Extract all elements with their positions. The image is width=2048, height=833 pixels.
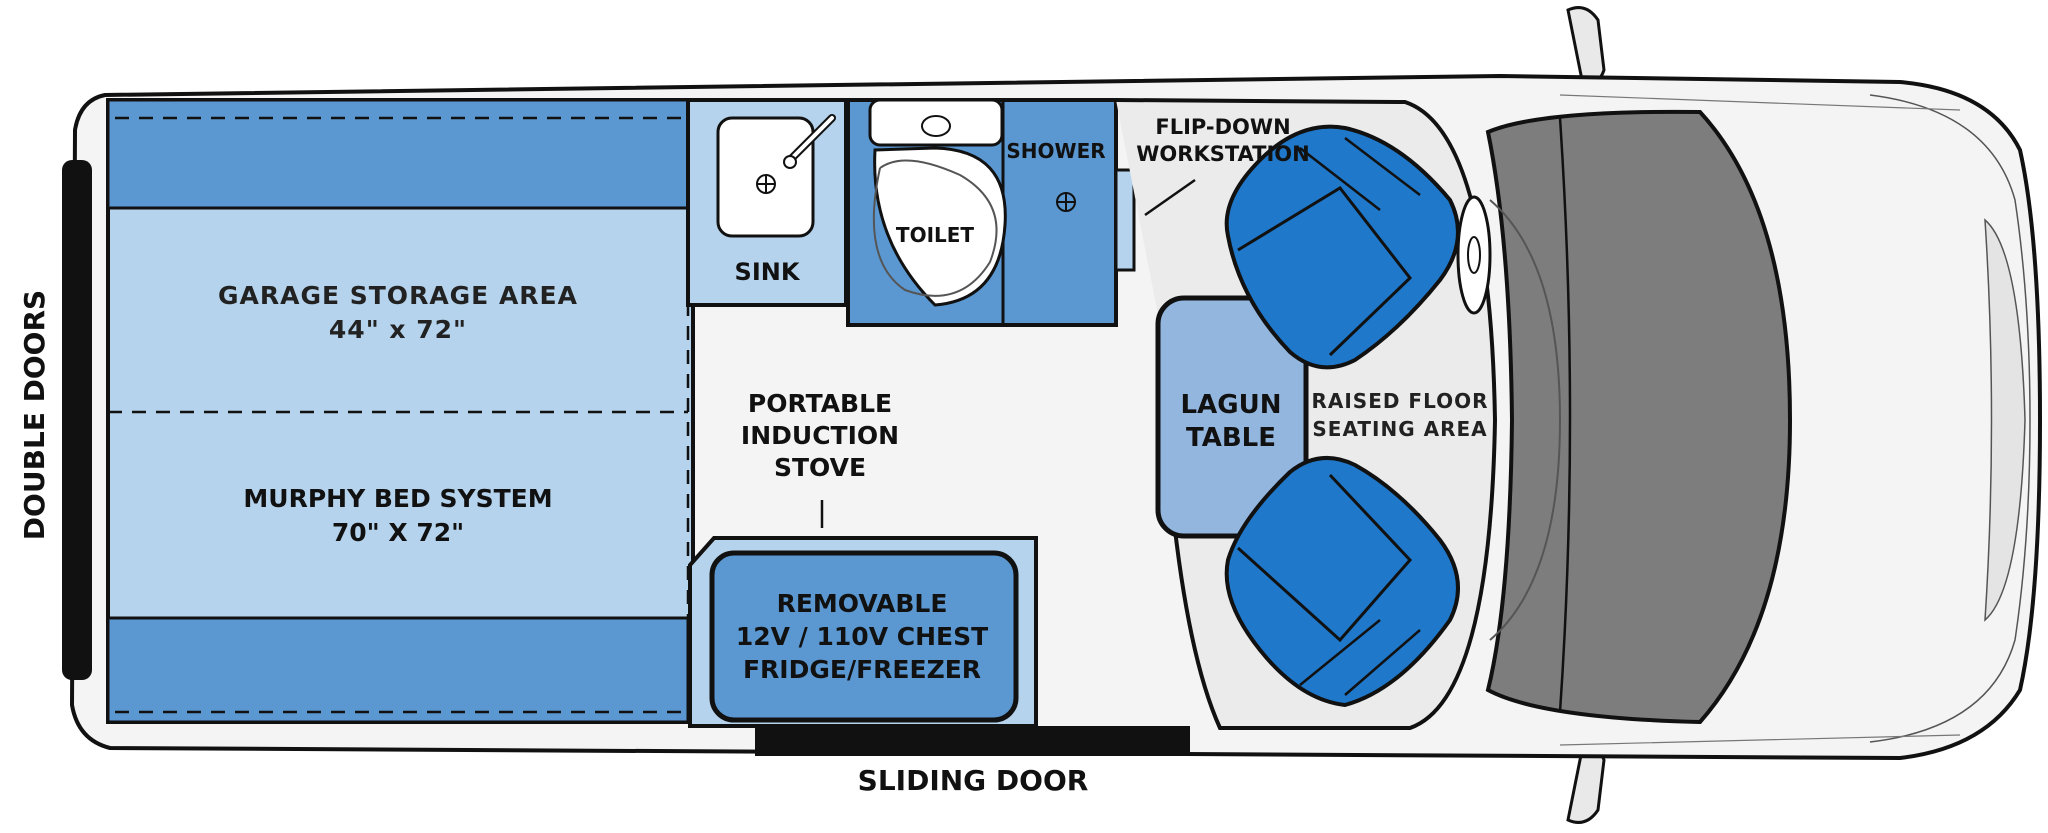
toilet-tank xyxy=(868,98,1004,147)
sink-label: SINK xyxy=(735,258,801,286)
bed-cushion-top xyxy=(106,98,690,210)
fridge-label-line3: FRIDGE/FREEZER xyxy=(743,655,981,684)
seat-bottom xyxy=(1224,455,1460,708)
murphy-label-line1: MURPHY BED SYSTEM xyxy=(243,484,552,513)
seating-label-line2: SEATING AREA xyxy=(1312,417,1487,441)
fridge xyxy=(709,550,1019,723)
mirror-top xyxy=(1566,6,1606,84)
shower-label: SHOWER xyxy=(1006,139,1105,163)
workstation-label-line1: FLIP-DOWN xyxy=(1155,115,1290,139)
garage-label-line2: 44" x 72" xyxy=(329,315,467,344)
rear-doors xyxy=(62,160,92,680)
table-label-line2: TABLE xyxy=(1186,423,1276,453)
body-trim xyxy=(1559,94,1961,746)
seating-label-line1: RAISED FLOOR xyxy=(1311,389,1488,413)
murphy-label-line2: 70" X 72" xyxy=(332,518,464,547)
sliding-door xyxy=(755,726,1190,756)
sink-drain-cross xyxy=(757,175,775,193)
garage-label-line1: GARAGE STORAGE AREA xyxy=(218,281,578,310)
toilet-bowl xyxy=(873,146,1007,307)
fridge-label-line1: REMOVABLE xyxy=(777,589,948,618)
bed-cushion-bottom xyxy=(106,616,690,724)
workstation-pointer xyxy=(1144,178,1196,217)
workstation-panel xyxy=(1114,168,1136,272)
stove-label-line3: STOVE xyxy=(774,453,866,482)
stove-label-line1: PORTABLE xyxy=(748,389,892,418)
toilet-label: TOILET xyxy=(896,223,974,247)
grille xyxy=(1984,218,2026,622)
fridge-label-line2: 12V / 110V CHEST xyxy=(736,622,988,651)
double-doors-label: DOUBLE DOORS xyxy=(18,290,51,540)
hood-line xyxy=(1869,94,2031,743)
mirror-bottom xyxy=(1566,746,1606,824)
windshield xyxy=(1485,109,1793,725)
lagun-table xyxy=(1155,295,1309,539)
sliding-door-label: SLIDING DOOR xyxy=(858,764,1089,797)
bed-dashed-lines xyxy=(106,110,690,714)
stove-label-line2: INDUCTION xyxy=(741,421,899,450)
table-label-line1: LAGUN xyxy=(1181,390,1282,420)
steering-wheel-icon xyxy=(1456,195,1492,315)
workstation-label-line2: WORKSTATION xyxy=(1136,142,1309,166)
